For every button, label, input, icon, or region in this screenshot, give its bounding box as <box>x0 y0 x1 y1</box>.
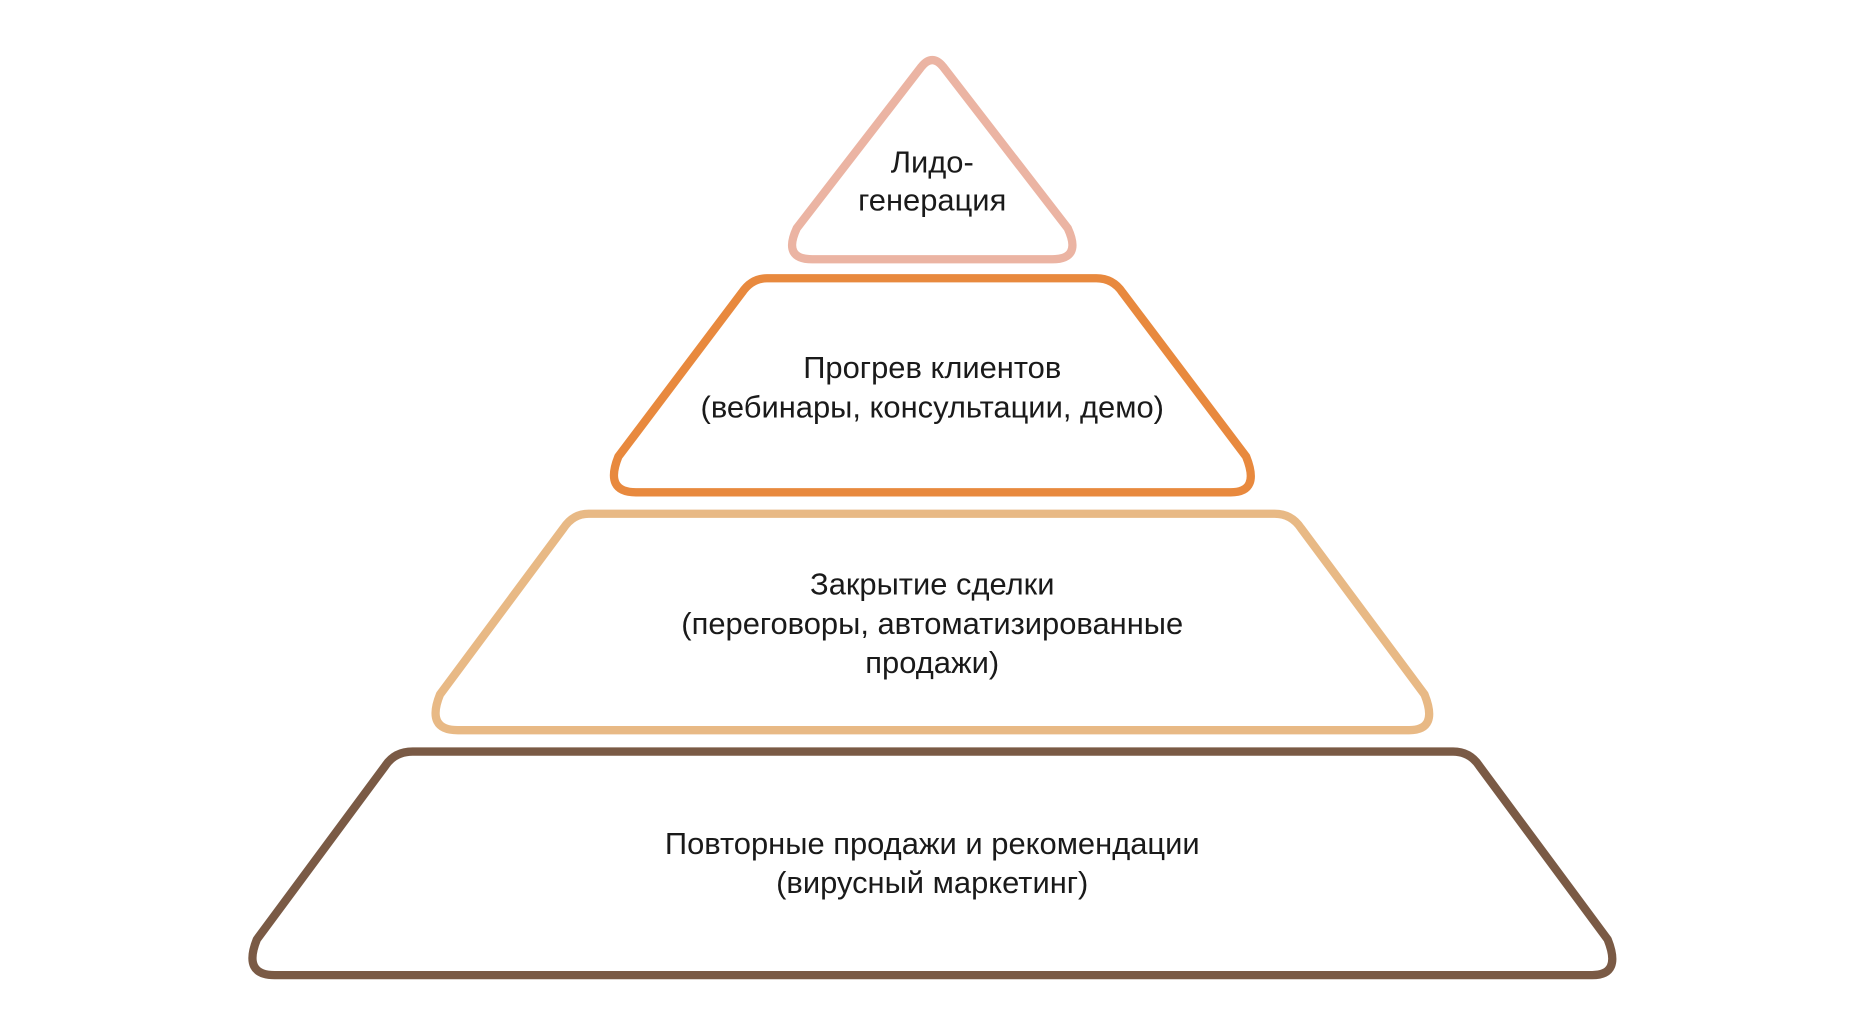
tier-lead-generation-line-2: генерация <box>858 182 1006 217</box>
tier-lead-generation-line-1: Лидо- <box>891 144 974 179</box>
tier-closing-line-2: (переговоры, автоматизированные <box>681 606 1183 641</box>
tier-repeat-sales-shape <box>248 747 1617 980</box>
tier-warming-shape <box>609 274 1255 497</box>
tier-closing-line-1: Закрытие сделки <box>810 567 1054 602</box>
tier-closing-shape <box>431 509 1434 735</box>
tier-repeat-sales-line-1: Повторные продажи и рекомендации <box>665 826 1200 861</box>
tier-closing-line-3: продажи) <box>865 645 999 680</box>
tier-warming-line-2: (вебинары, консультации, демо) <box>701 389 1164 424</box>
tier-warming-line-1: Прогрев клиентов <box>803 350 1061 385</box>
tier-repeat-sales-line-2: (вирусный маркетинг) <box>776 865 1088 900</box>
tier-lead-generation-shape <box>788 55 1077 264</box>
